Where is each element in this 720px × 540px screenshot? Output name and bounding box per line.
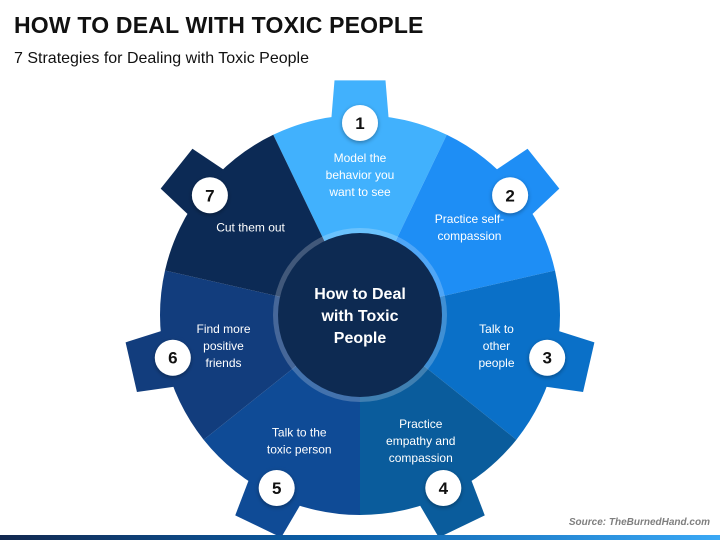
badge-number-4: 4: [439, 479, 449, 498]
number-badge-3: 3: [525, 335, 570, 380]
number-badge-5: 5: [254, 465, 299, 510]
badge-number-3: 3: [542, 349, 551, 368]
number-badge-7: 7: [187, 173, 232, 218]
number-badge-4: 4: [421, 465, 466, 510]
segment-1: [273, 115, 447, 315]
bottom-accent-bar: [0, 535, 720, 540]
badge-number-2: 2: [505, 186, 514, 205]
number-badge-2: 2: [488, 173, 533, 218]
center-circle: [278, 233, 442, 397]
page-title: HOW TO DEAL WITH TOXIC PEOPLE: [14, 12, 424, 38]
source-credit: Source: TheBurnedHand.com: [568, 517, 710, 528]
badge-number-5: 5: [272, 479, 281, 498]
number-badge-1: 1: [338, 101, 382, 145]
badge-number-7: 7: [205, 186, 214, 205]
segment-label-7: Cut them out: [216, 221, 285, 235]
page-subtitle: 7 Strategies for Dealing with Toxic Peop…: [14, 50, 309, 67]
badge-number-1: 1: [355, 114, 364, 133]
number-badges: 1 2 3 4 5 6 7: [150, 101, 570, 510]
segment-label-2: Practice self-compassion: [435, 212, 504, 243]
number-badge-6: 6: [150, 335, 195, 380]
badge-number-6: 6: [168, 349, 177, 368]
